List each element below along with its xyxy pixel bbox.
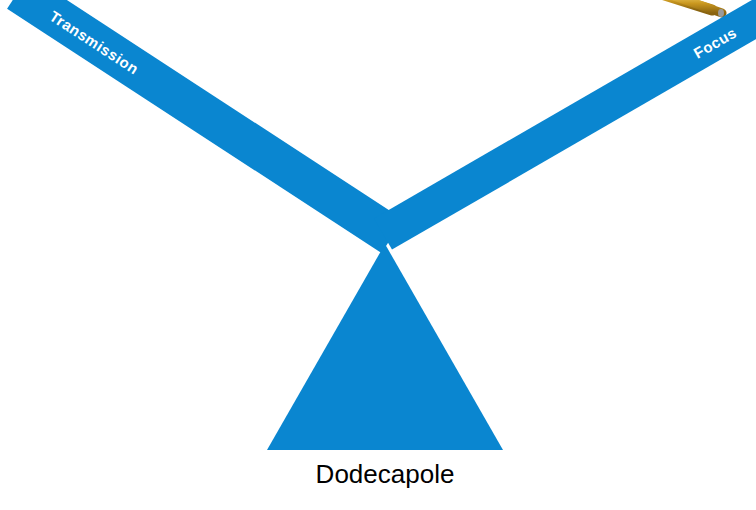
arm-label: Transmission [47,8,141,77]
electrode-rods [655,0,724,17]
arm-band: Focus [374,0,756,250]
triangle-fill [267,244,503,450]
arm-label: Focus [691,24,739,60]
part-name: Dodecapole [267,460,503,489]
base-triangle: Dodecapole [267,244,503,489]
gold-rod [668,0,722,13]
arm-band: Transmission [7,0,403,253]
triangle-shape [267,244,503,450]
